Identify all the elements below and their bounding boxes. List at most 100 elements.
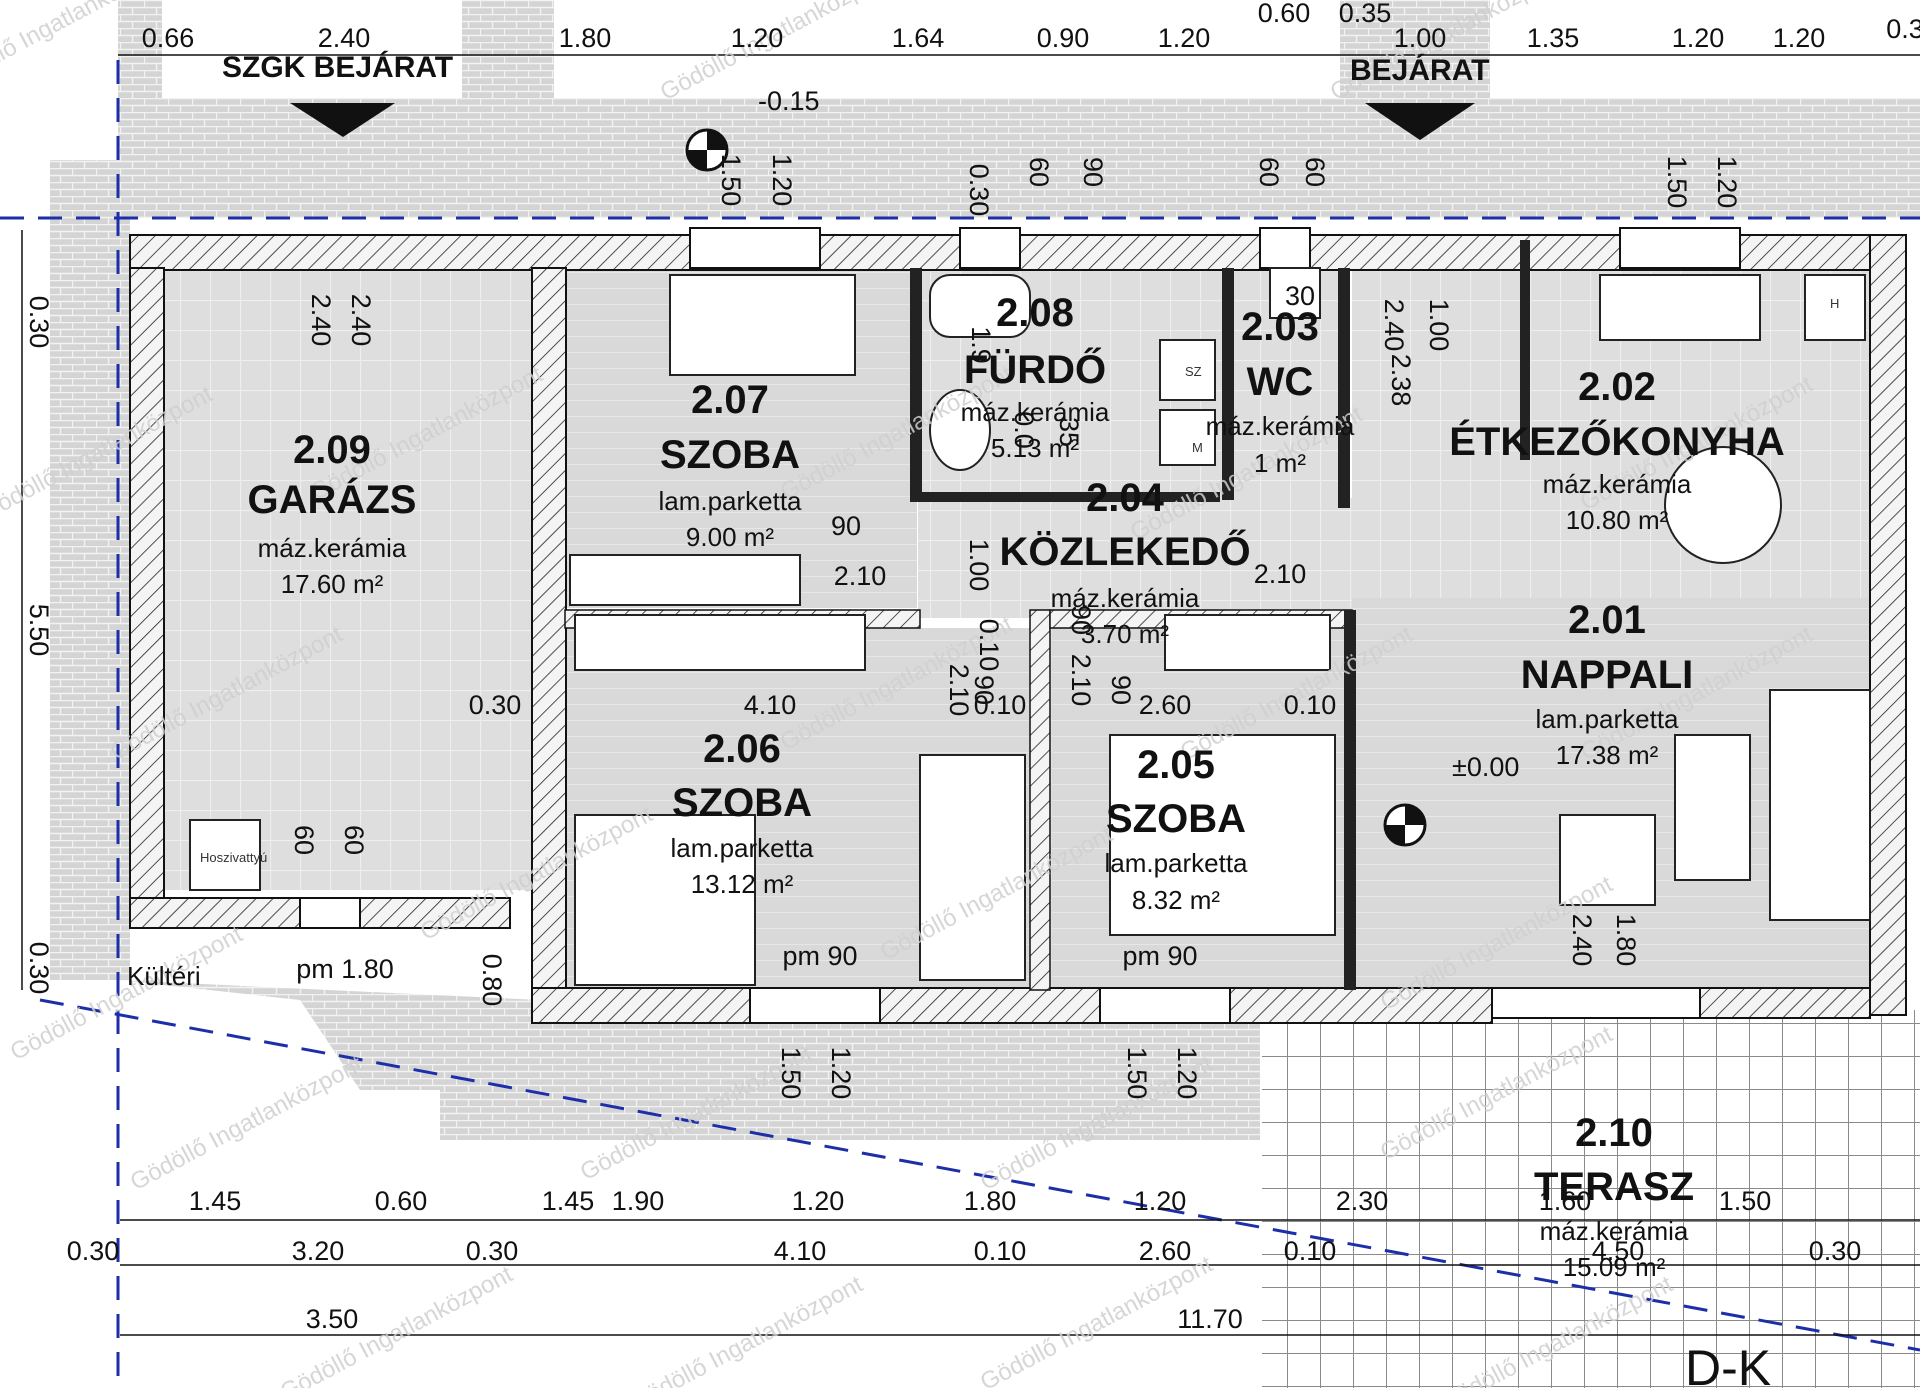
level-main: ±0.00 xyxy=(1452,752,1519,782)
room-id: 2.07 xyxy=(691,378,769,422)
dimension-label: 1.45 xyxy=(189,1186,242,1216)
dimension-label: 2.40 xyxy=(306,294,336,347)
room-id: 2.04 xyxy=(1086,476,1165,520)
dimension-label: 1.20 xyxy=(792,1186,845,1216)
dimension-label: 0.80 xyxy=(477,954,507,1007)
room-name: SZOBA xyxy=(660,433,800,477)
dimension-label: 30 xyxy=(1285,281,1315,311)
szgk-entrance-label: SZGK BEJÁRAT xyxy=(222,50,453,84)
dimension-label: 1.50 xyxy=(776,1047,806,1100)
dimension-label: 90 xyxy=(1106,675,1136,705)
dimension-label: 1.60 xyxy=(1539,1186,1592,1216)
room-area: 3.70 m² xyxy=(1081,619,1169,649)
dimension-label: 2.10 xyxy=(944,664,974,717)
dimension-label: 1.50 xyxy=(1719,1186,1772,1216)
dimension-label: pm 1.80 xyxy=(296,954,394,984)
room-floor: máz.kerámia xyxy=(961,397,1110,427)
room-floor: máz.kerámia xyxy=(1540,1216,1689,1246)
room-floor: máz.kerámia xyxy=(258,533,407,563)
dimension-label: 2.40 xyxy=(1567,914,1597,967)
room-id: 2.10 xyxy=(1575,1111,1653,1155)
dimension-label: 0.10 xyxy=(1284,690,1337,720)
dimension-label: 60 xyxy=(1300,157,1330,187)
dimension-label: 0.35 xyxy=(1339,0,1392,28)
dimension-label: 0.30 xyxy=(67,1236,120,1266)
dimension-label: 1.00 xyxy=(1394,23,1447,53)
room-name: SZOBA xyxy=(1106,797,1246,841)
dimension-label: 1.00 xyxy=(964,539,994,592)
dimension-label: 2.10 xyxy=(834,561,887,591)
section-lines xyxy=(0,60,1920,1388)
dimension-label: 1.80 xyxy=(1611,914,1641,967)
dimension-label: 2.40 xyxy=(1379,299,1409,352)
dimension-label: 1.20 xyxy=(731,23,784,53)
dimension-label: 0.10 xyxy=(974,1236,1027,1266)
room-name: GARÁZS xyxy=(248,477,417,522)
dimension-label: 1.20 xyxy=(1158,23,1211,53)
dimension-label: 1.20 xyxy=(1773,23,1826,53)
dimension-label: 0.30 xyxy=(24,296,54,349)
dimension-label: 1.20 xyxy=(1134,1186,1187,1216)
dimension-label: 1.00 xyxy=(1424,299,1454,352)
dimension-label: 4.10 xyxy=(774,1236,827,1266)
dimension-label: 1.90 xyxy=(612,1186,665,1216)
dimension-label: 11.70 xyxy=(1177,1304,1243,1334)
watermark: Gödöllő Ingatlanközpont xyxy=(126,1051,368,1197)
room-area: 15.09 m² xyxy=(1563,1252,1666,1282)
entrance-arrows xyxy=(290,103,1475,140)
room-floor: máz.kerámia xyxy=(1051,583,1200,613)
dimension-label: 60 xyxy=(289,825,319,855)
room-id: 2.09 xyxy=(293,428,371,472)
dimension-label: 2.40 xyxy=(318,23,371,53)
dimension-label: 1.50 xyxy=(716,154,746,207)
room-name: SZOBA xyxy=(672,781,812,825)
dimension-label: 0.90 xyxy=(1037,23,1090,53)
dimension-label: 1.80 xyxy=(964,1186,1017,1216)
room-floor: lam.parketta xyxy=(1104,848,1248,878)
dimension-label: 2.60 xyxy=(1139,1236,1192,1266)
dimension-label: 0.10 xyxy=(1284,1236,1337,1266)
dimension-label: 60 xyxy=(339,825,369,855)
dimension-label: 0.30 xyxy=(24,942,54,995)
dimension-label: 3.20 xyxy=(292,1236,345,1266)
room-id: 2.05 xyxy=(1137,743,1215,787)
dimension-label: 60 xyxy=(1024,157,1054,187)
dimension-label: pm 90 xyxy=(1122,941,1197,971)
room-labels: 2.09 GARÁZS máz.kerámia 17.60 m² 2.07 SZ… xyxy=(248,291,1785,1282)
dimension-label: 0.10 xyxy=(974,619,1004,672)
dimension-label: 90 xyxy=(969,675,999,705)
dimension-label: 1.64 xyxy=(892,23,945,53)
room-area: 8.32 m² xyxy=(1132,885,1220,915)
dimension-label: 4.50 xyxy=(1592,1236,1645,1266)
dimension-label: 1.50 xyxy=(1662,156,1692,209)
room-id: 2.03 xyxy=(1241,305,1319,349)
dimension-label: 1.9 xyxy=(966,326,996,364)
dimension-label: 2.10 xyxy=(1066,654,1096,707)
room-name: NAPPALI xyxy=(1521,653,1694,697)
room-area: 5.13 m² xyxy=(991,433,1079,463)
room-name: FÜRDŐ xyxy=(964,346,1106,392)
elevator-label: Hoszivattyú xyxy=(200,850,267,865)
room-id: 2.02 xyxy=(1578,365,1656,409)
room-id: 2.08 xyxy=(996,291,1074,335)
dimension-label: 2.40 xyxy=(346,294,376,347)
dimension-label: 4.10 xyxy=(744,690,797,720)
windows xyxy=(299,227,1741,1024)
room-floor: lam.parketta xyxy=(670,833,814,863)
dimension-label: 3.50 xyxy=(306,1304,359,1334)
wc-sz-label: SZ xyxy=(1185,364,1202,379)
dimension-label: 60 xyxy=(1254,157,1284,187)
outdoor-label: Kültéri xyxy=(127,961,201,991)
dimension-label: 1.20 xyxy=(1172,1047,1202,1100)
dimension-label: 1.50 xyxy=(1122,1047,1152,1100)
wc-m-label: M xyxy=(1192,440,1203,455)
kitchen-h-label: H xyxy=(1830,296,1839,311)
dimension-label: 0.3 xyxy=(1886,14,1920,44)
dimension-label: 90 xyxy=(831,511,861,541)
room-floor: lam.parketta xyxy=(658,486,802,516)
dimension-label: 0.30 xyxy=(469,690,522,720)
room-floor: máz.kerámia xyxy=(1543,469,1692,499)
furniture xyxy=(189,267,1871,986)
